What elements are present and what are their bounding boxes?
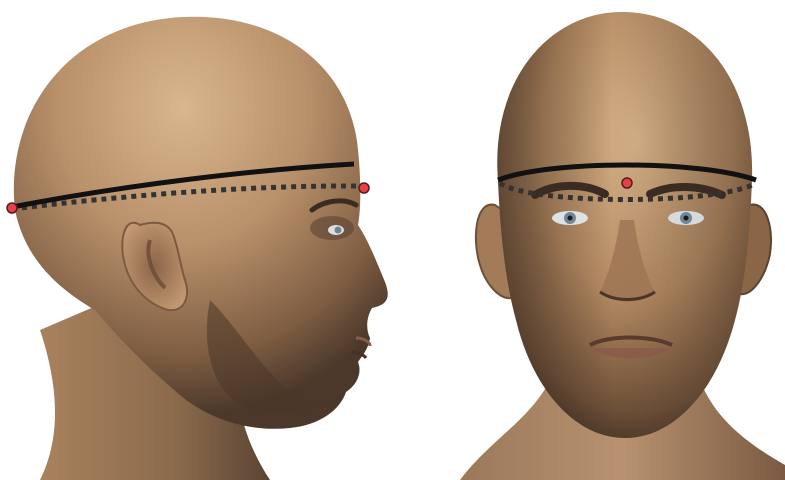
front-center-marker (622, 178, 632, 188)
side-view-panel (0, 0, 400, 480)
front-view-panel (450, 0, 785, 480)
side-view-illustration (0, 0, 400, 480)
front-left-pupil (568, 216, 573, 221)
front-right-pupil (684, 216, 689, 221)
side-front-marker (359, 183, 369, 193)
front-view-illustration (450, 0, 785, 480)
side-iris (335, 227, 342, 234)
side-back-marker (7, 203, 17, 213)
